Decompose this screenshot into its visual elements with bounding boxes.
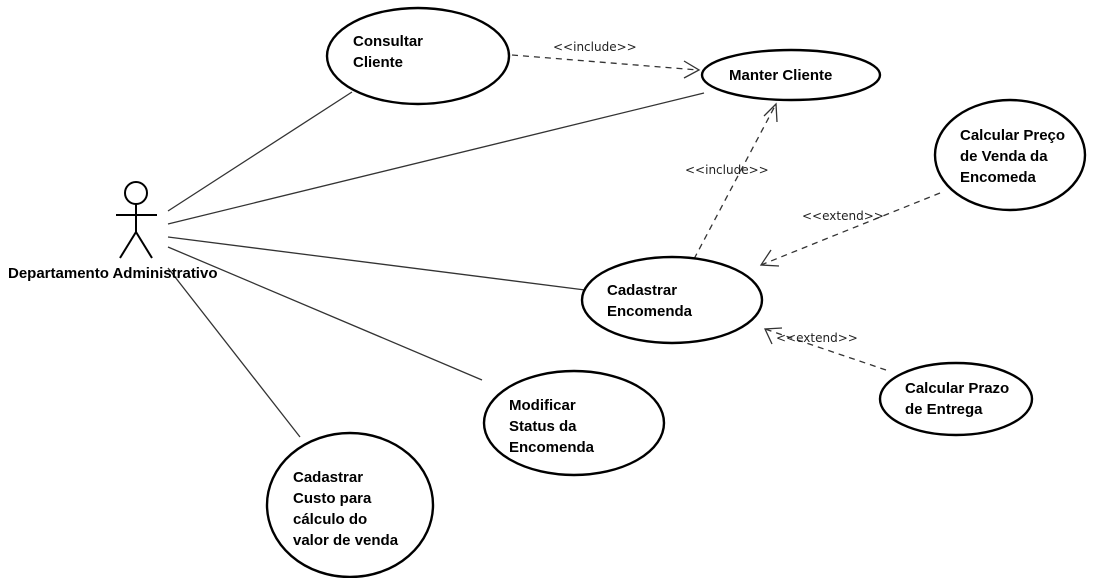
assoc-modificar-status bbox=[167, 246, 483, 381]
include-encomenda-to-manter-line bbox=[693, 103, 777, 260]
use-case-ellipse bbox=[482, 369, 666, 477]
use-case-label-line-2: Status da bbox=[509, 418, 577, 435]
use-case-label-line-3: cálculo do bbox=[293, 511, 367, 528]
include-consultar-to-manter-arrowhead bbox=[683, 60, 701, 79]
use-case-label-line-2: Cliente bbox=[353, 54, 403, 71]
include-encomenda-to-manter-arrowhead bbox=[763, 102, 778, 123]
extend-preco-to-encomenda-line bbox=[760, 192, 941, 266]
use-case-label-line-1: Modificar bbox=[509, 397, 576, 414]
use-case-ellipse bbox=[580, 255, 764, 345]
use-case-label-line-1: Calcular Prazo bbox=[905, 380, 1009, 397]
use-case-label-line-2: Custo para bbox=[293, 490, 372, 507]
use-case-ellipse bbox=[700, 48, 882, 102]
use-case-calcular-preco: Calcular Preço de Venda da Encomeda bbox=[933, 98, 1087, 212]
use-case-cadastrar-encomenda: Cadastrar Encomenda bbox=[580, 255, 764, 345]
use-case-label-line-1: Manter Cliente bbox=[729, 67, 832, 84]
include-label-encomenda: <<include>> bbox=[685, 163, 769, 177]
assoc-manter-cliente bbox=[167, 92, 705, 225]
actor-figure-icon bbox=[116, 181, 157, 259]
use-case-label-line-3: Encomenda bbox=[509, 439, 595, 456]
associations bbox=[167, 91, 705, 438]
actor-name: Departamento Administrativo bbox=[8, 265, 217, 282]
use-case-ellipse bbox=[933, 98, 1087, 212]
use-case-label-line-1: Consultar bbox=[353, 33, 423, 50]
extend-preco-to-encomenda-arrowhead bbox=[759, 249, 780, 267]
assoc-consultar-cliente bbox=[167, 91, 353, 212]
use-case-consultar-cliente: Consultar Cliente bbox=[325, 6, 511, 106]
use-case-calcular-prazo: Calcular Prazo de Entrega bbox=[878, 361, 1034, 437]
include-label-consultar: <<include>> bbox=[553, 40, 637, 54]
use-case-label-line-1: Calcular Preço bbox=[960, 127, 1065, 144]
assoc-cadastrar-custo bbox=[167, 267, 301, 438]
use-case-ellipse bbox=[265, 431, 435, 578]
use-case-label-line-2: de Entrega bbox=[905, 401, 983, 418]
use-case-label-line-3: Encomeda bbox=[960, 169, 1037, 186]
assoc-cadastrar-encomenda bbox=[167, 236, 586, 291]
use-case-label-line-1: Cadastrar bbox=[607, 282, 677, 299]
extend-label-prazo: <<extend>> bbox=[776, 331, 858, 345]
use-case-ellipse bbox=[878, 361, 1034, 437]
use-case-label-line-2: de Venda da bbox=[960, 148, 1048, 165]
extend-label-preco: <<extend>> bbox=[802, 209, 884, 223]
include-consultar-to-manter-line bbox=[511, 54, 699, 71]
use-case-cadastrar-custo: Cadastrar Custo para cálculo do valor de… bbox=[265, 431, 435, 578]
use-case-manter-cliente: Manter Cliente bbox=[700, 48, 882, 102]
use-case-label-line-4: valor de venda bbox=[293, 532, 399, 549]
actor: Departamento Administrativo bbox=[8, 181, 217, 282]
extend-prazo-to-encomenda-arrowhead bbox=[764, 327, 783, 345]
use-case-label-line-1: Cadastrar bbox=[293, 469, 363, 486]
use-case-label-line-2: Encomenda bbox=[607, 303, 693, 320]
dependencies: <<include>> <<include>> <<extend>> <<ext… bbox=[511, 40, 941, 371]
use-case-modificar-status: Modificar Status da Encomenda bbox=[482, 369, 666, 477]
use-case-ellipse bbox=[325, 6, 511, 106]
